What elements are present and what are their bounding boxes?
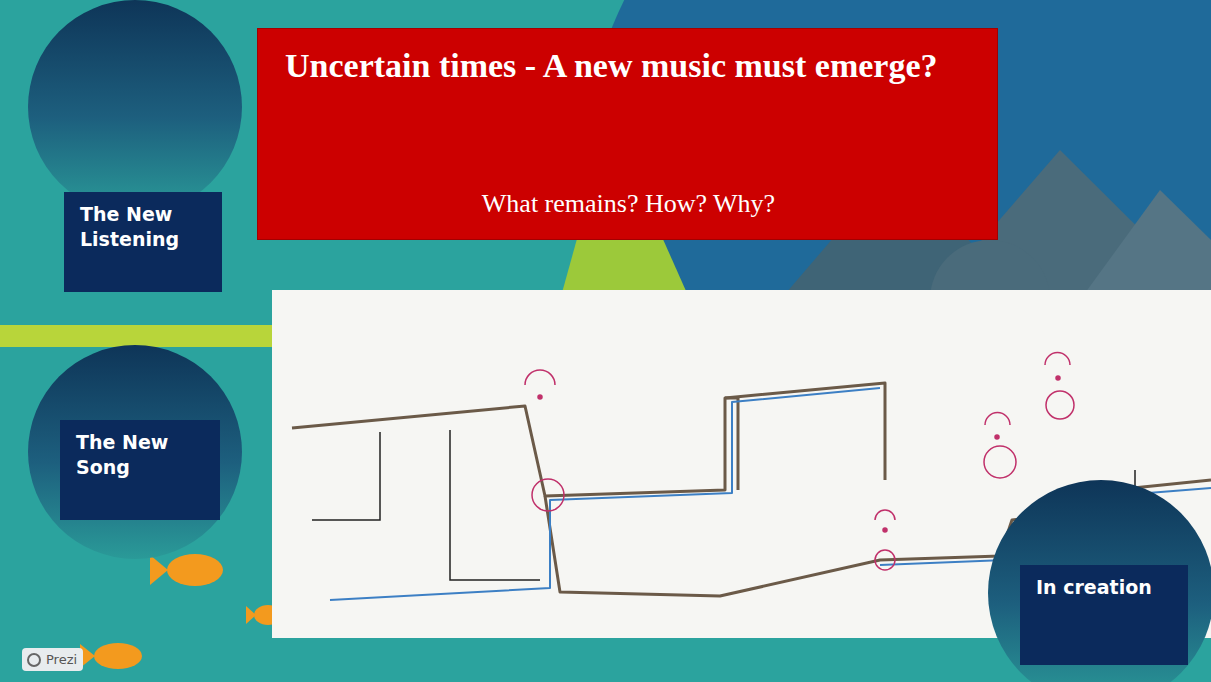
topic-circle: The New Song	[28, 345, 242, 559]
slide-title: Uncertain times - A new music must emerg…	[285, 45, 945, 88]
prezi-logo: Prezi	[22, 648, 83, 671]
topic-label: The New Song	[60, 420, 220, 520]
fish	[80, 554, 282, 669]
topic-label: The New Listening	[64, 192, 222, 292]
logo-icon	[27, 653, 41, 667]
topic-label: In creation	[1020, 565, 1188, 665]
topic-circle: The New Listening	[28, 0, 242, 214]
marks	[525, 353, 1074, 571]
mountain	[1080, 190, 1211, 300]
lime-stripe	[0, 325, 290, 347]
circle-ground	[28, 0, 242, 214]
slide-subtitle: What remains? How? Why?	[258, 189, 999, 219]
title-box: Uncertain times - A new music must emerg…	[257, 28, 998, 240]
topic-circle: In creation	[988, 480, 1211, 682]
